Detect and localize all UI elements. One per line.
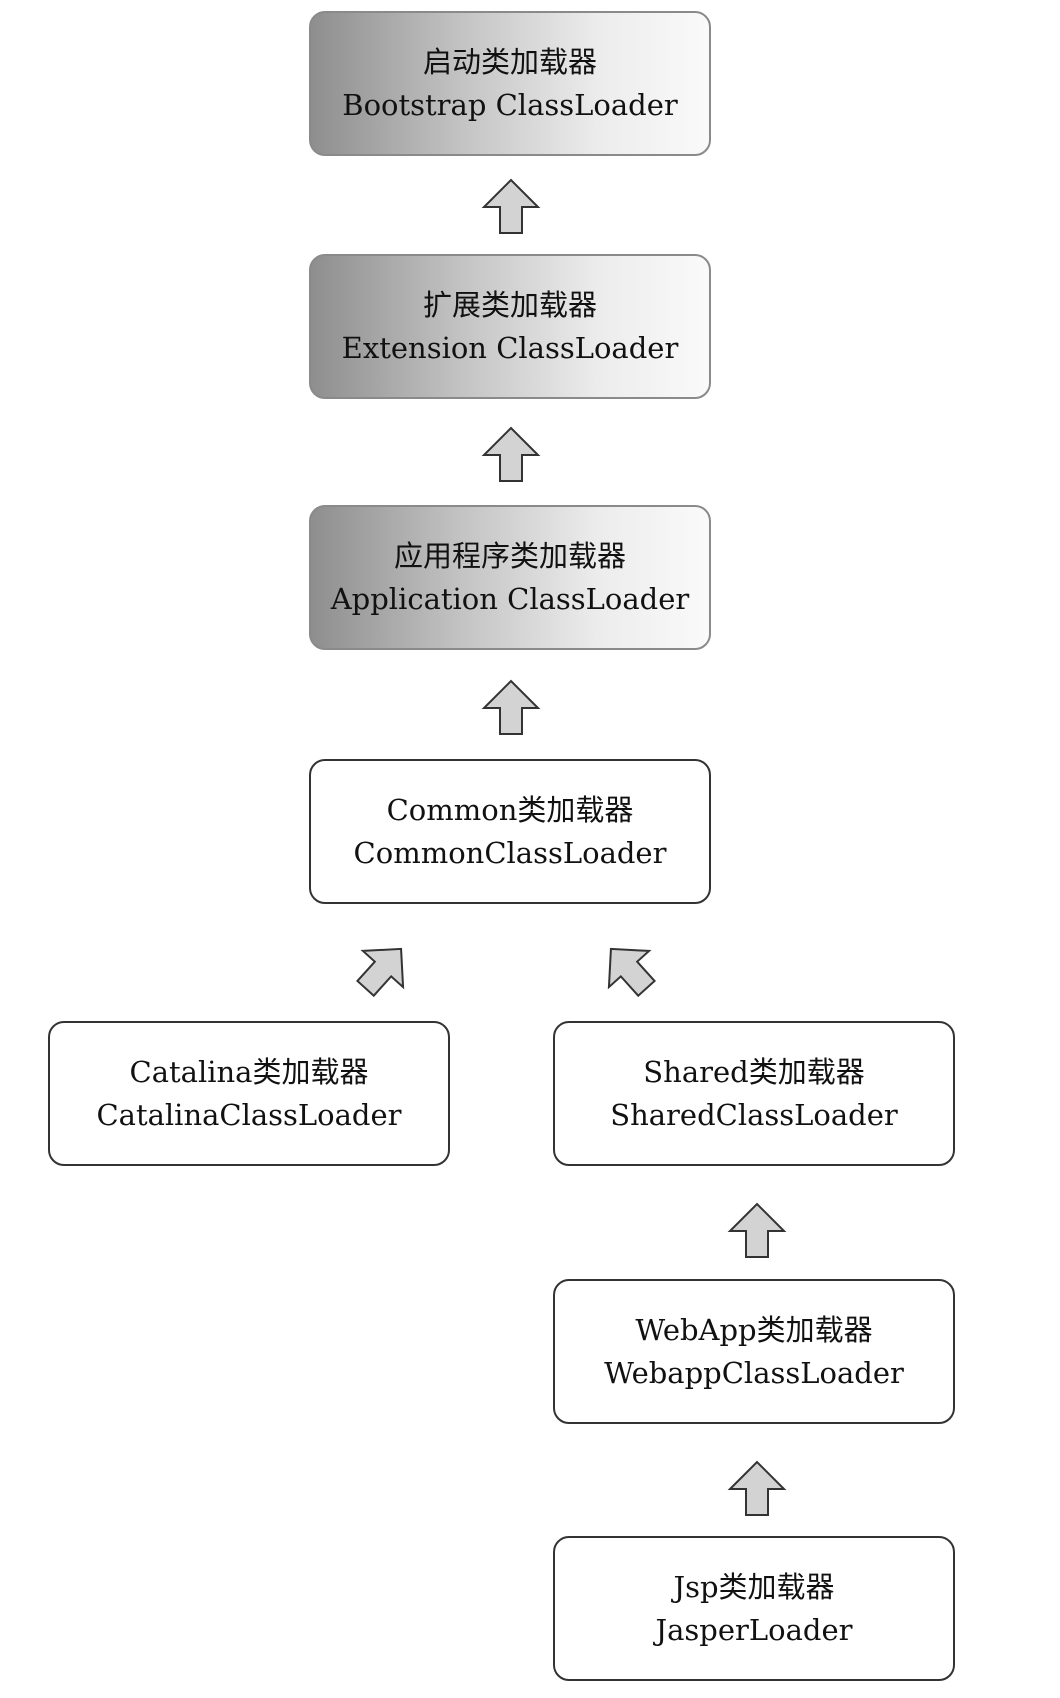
application-cn-label: 应用程序类加载器: [393, 538, 626, 573]
shared-classloader-node: Shared类加载器 SharedClassLoader: [553, 1021, 955, 1166]
extension-cn-label: 扩展类加载器: [422, 287, 597, 322]
arrow-shared-to-common: [607, 947, 656, 998]
jsp-classloader-node: Jsp类加载器 JasperLoader: [553, 1536, 955, 1681]
common-classloader-node: Common类加载器 CommonClassLoader: [309, 759, 711, 904]
arrow-extension-to-bootstrap: [481, 178, 541, 234]
arrow-webapp-to-shared: [727, 1202, 787, 1258]
catalina-classloader-node: Catalina类加载器 CatalinaClassLoader: [48, 1021, 450, 1166]
webapp-en-label: WebappClassLoader: [604, 1355, 904, 1390]
jsp-cn-label: Jsp类加载器: [673, 1569, 835, 1604]
bootstrap-en-label: Bootstrap ClassLoader: [342, 87, 678, 122]
webapp-classloader-node: WebApp类加载器 WebappClassLoader: [553, 1279, 955, 1424]
jsp-en-label: JasperLoader: [655, 1612, 853, 1647]
arrow-common-to-application: [481, 679, 541, 735]
application-classloader-node: 应用程序类加载器 Application ClassLoader: [309, 505, 711, 650]
common-en-label: CommonClassLoader: [353, 835, 667, 870]
shared-en-label: SharedClassLoader: [610, 1097, 898, 1132]
catalina-cn-label: Catalina类加载器: [129, 1054, 369, 1089]
extension-en-label: Extension ClassLoader: [341, 330, 679, 365]
arrow-application-to-extension: [481, 426, 541, 482]
catalina-en-label: CatalinaClassLoader: [96, 1097, 402, 1132]
bootstrap-cn-label: 启动类加载器: [422, 44, 597, 79]
shared-cn-label: Shared类加载器: [643, 1054, 865, 1089]
extension-classloader-node: 扩展类加载器 Extension ClassLoader: [309, 254, 711, 399]
bootstrap-classloader-node: 启动类加载器 Bootstrap ClassLoader: [309, 11, 711, 156]
webapp-cn-label: WebApp类加载器: [635, 1312, 873, 1347]
arrow-jsp-to-webapp: [727, 1460, 787, 1516]
common-cn-label: Common类加载器: [386, 792, 634, 827]
arrow-catalina-to-common: [356, 947, 405, 998]
application-en-label: Application ClassLoader: [330, 581, 690, 616]
